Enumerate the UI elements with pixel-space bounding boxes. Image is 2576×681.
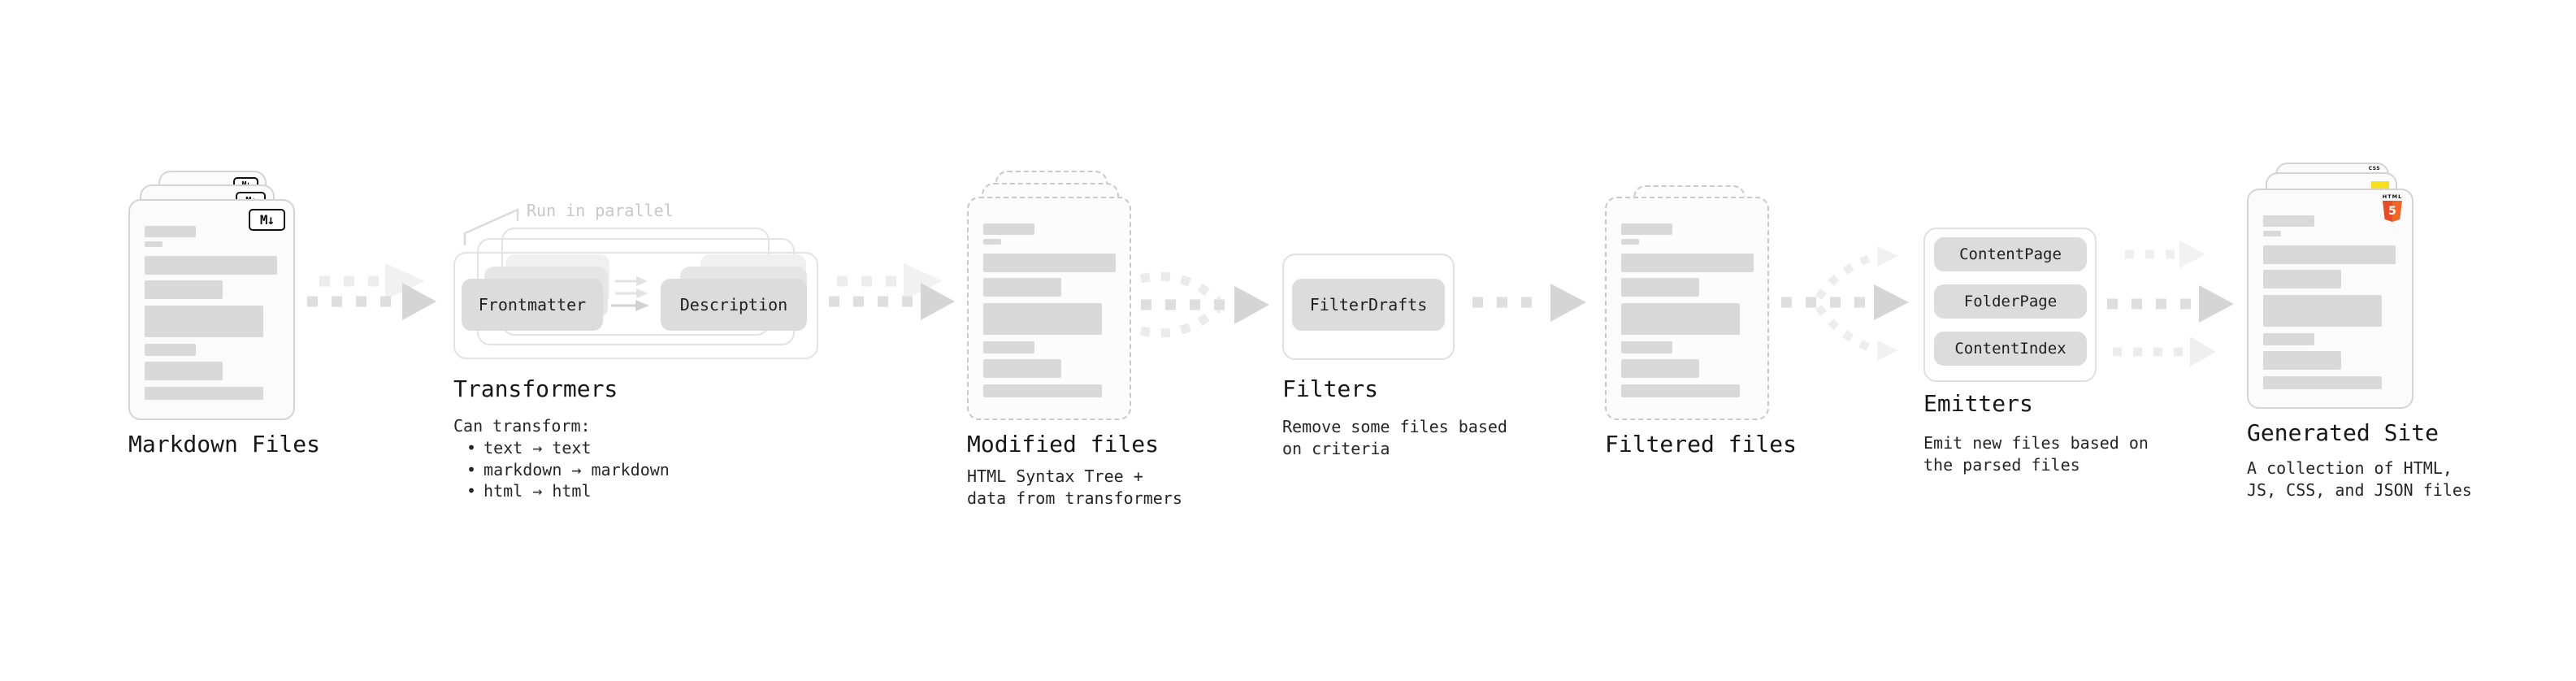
content-placeholder-bar	[2263, 245, 2396, 264]
arrow-markdown-to-transformers	[307, 263, 436, 320]
filterdrafts-filter-box: FilterDrafts	[1292, 279, 1445, 331]
content-placeholder-bar	[1621, 278, 1699, 297]
transformers-item: • html → html	[466, 480, 592, 502]
transformers-title: Transformers	[453, 375, 618, 402]
content-placeholder-bar	[145, 362, 223, 380]
content-placeholder-bar	[1621, 359, 1699, 378]
html5-icon: HTML 5	[2381, 193, 2404, 222]
modified-files-desc: data from transformers	[967, 488, 1182, 508]
content-placeholder-bar	[983, 254, 1116, 272]
generated-site-desc: A collection of HTML,	[2247, 458, 2452, 478]
transformers-item-text: text → text	[484, 438, 592, 458]
content-placeholder-bar	[983, 341, 1034, 354]
content-placeholder-bar	[145, 256, 277, 275]
content-placeholder-bar	[983, 384, 1102, 397]
markdown-icon: M↓	[249, 209, 285, 231]
content-placeholder-bar	[1621, 384, 1740, 397]
transformers-frame-front	[453, 252, 818, 359]
transformers-item: • text → text	[466, 437, 592, 459]
bullet-glyph: •	[466, 438, 477, 458]
modified-file-doc-front	[967, 197, 1131, 420]
generated-site-title: Generated Site	[2247, 419, 2439, 446]
content-placeholder-bar	[1621, 223, 1672, 235]
content-placeholder-bar	[2263, 376, 2382, 389]
content-placeholder-bar	[145, 344, 196, 356]
markdown-file-doc-front: M↓	[128, 199, 295, 420]
modified-files-desc: HTML Syntax Tree +	[967, 466, 1143, 486]
content-placeholder-bar	[983, 223, 1034, 235]
bullet-glyph: •	[466, 460, 477, 479]
folderpage-emitter-box: FolderPage	[1934, 284, 2087, 319]
content-placeholder-bar	[2263, 270, 2341, 288]
emitters-desc: Emit new files based on	[1923, 433, 2149, 453]
content-placeholder-bar	[145, 306, 263, 337]
arrows-emitters-to-generated-site	[2107, 241, 2234, 367]
javascript-icon	[2371, 181, 2389, 189]
transformers-item-text: markdown → markdown	[484, 460, 670, 479]
frontmatter-transformer-box: Frontmatter	[462, 279, 603, 331]
content-placeholder-bar	[2263, 351, 2341, 370]
run-in-parallel-leader-line	[463, 208, 519, 245]
content-placeholder-bar	[983, 278, 1061, 297]
transformers-item-text: html → html	[484, 481, 592, 501]
contentpage-emitter-box: ContentPage	[1934, 237, 2087, 271]
content-placeholder-bar	[1621, 239, 1639, 245]
arrow-filters-to-filtered-files	[1472, 284, 1586, 322]
run-in-parallel-annotation: Run in parallel	[527, 201, 674, 220]
description-transformer-box: Description	[661, 279, 807, 331]
arrow-frontmatter-to-description	[611, 276, 649, 311]
content-placeholder-bar	[145, 387, 263, 400]
content-placeholder-bar	[2263, 295, 2382, 327]
content-placeholder-bar	[1621, 341, 1672, 354]
content-placeholder-bar	[1621, 303, 1740, 335]
arrow-filtered-files-to-emitters-fanout	[1781, 246, 1909, 361]
markdown-files-title: Markdown Files	[128, 431, 321, 458]
filtered-file-doc-front	[1605, 197, 1769, 420]
bullet-glyph: •	[466, 481, 477, 501]
content-placeholder-bar	[983, 359, 1061, 378]
content-placeholder-bar	[2263, 333, 2314, 345]
emitters-desc: the parsed files	[1923, 455, 2080, 475]
content-placeholder-bar	[983, 303, 1102, 335]
transformers-item: • markdown → markdown	[466, 459, 670, 481]
arrow-transformers-to-modified-files	[829, 263, 955, 320]
content-placeholder-bar	[983, 239, 1001, 245]
content-placeholder-bar	[145, 280, 223, 299]
modified-files-title: Modified files	[967, 431, 1160, 458]
content-placeholder-bar	[2263, 231, 2281, 236]
filtered-files-title: Filtered files	[1605, 431, 1798, 458]
filters-desc: on criteria	[1282, 439, 1390, 458]
filters-desc: Remove some files based	[1282, 417, 1507, 436]
contentindex-emitter-box: ContentIndex	[1934, 332, 2087, 366]
content-placeholder-bar	[145, 241, 163, 247]
content-placeholder-bar	[2263, 215, 2314, 227]
generated-html-file-doc: HTML 5	[2247, 189, 2413, 409]
generated-site-desc: JS, CSS, and JSON files	[2247, 480, 2472, 500]
arrow-modified-files-to-filters-merge	[1139, 271, 1269, 338]
content-placeholder-bar	[1621, 254, 1754, 272]
content-placeholder-bar	[145, 226, 196, 237]
transformers-intro: Can transform:	[453, 416, 591, 436]
emitters-title: Emitters	[1923, 390, 2033, 417]
filters-title: Filters	[1282, 375, 1379, 402]
